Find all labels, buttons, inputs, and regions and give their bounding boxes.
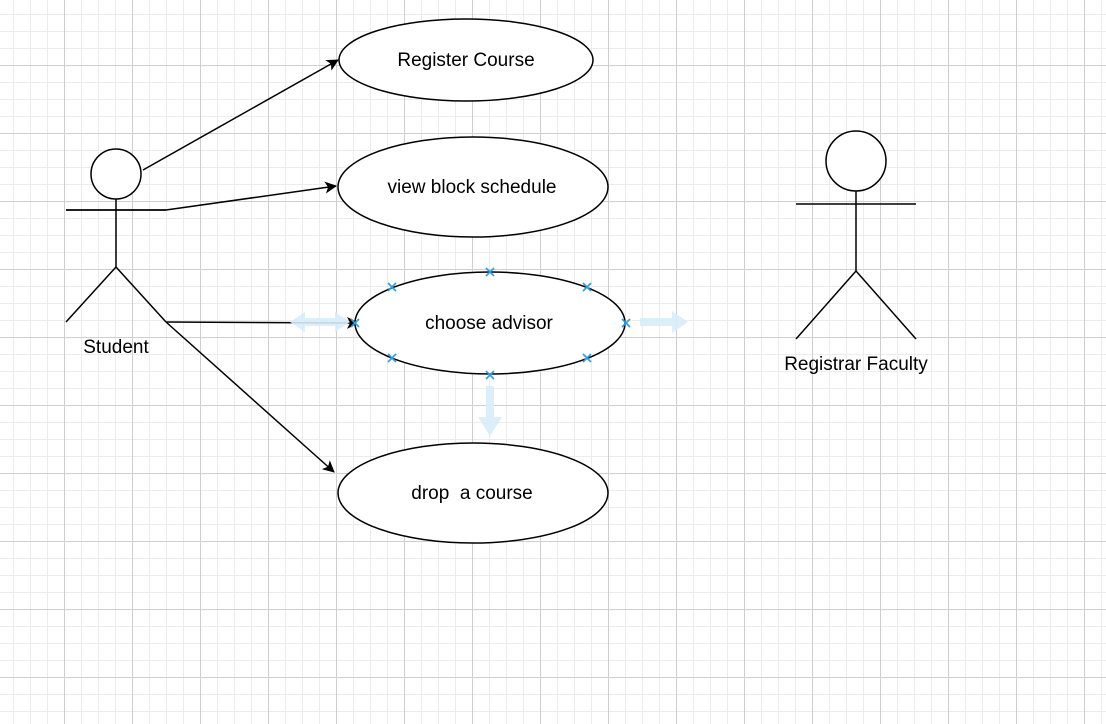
- actor-registrar-right-leg: [855, 270, 917, 340]
- use-case-drop-course-label: drop a course: [411, 483, 532, 504]
- actor-student-left-leg: [65, 266, 117, 323]
- actor-registrar-left-leg: [795, 270, 857, 340]
- use-case-choose-advisor-label: choose advisor: [425, 313, 553, 334]
- connection-point-icon[interactable]: [621, 318, 631, 328]
- connection-point-icon[interactable]: [582, 353, 592, 363]
- use-case-view-block-schedule-label: view block schedule: [388, 177, 557, 198]
- association-student-drop-course[interactable]: [165, 321, 335, 473]
- hover-connection-arrows[interactable]: [290, 311, 688, 436]
- connection-point-icon[interactable]: [350, 318, 360, 328]
- connection-point-icon[interactable]: [582, 282, 592, 292]
- connection-point-icon[interactable]: [485, 370, 495, 380]
- actor-student-right-leg: [115, 266, 167, 323]
- actor-registrar-faculty[interactable]: Registrar Faculty: [784, 130, 928, 375]
- connection-point-icon[interactable]: [387, 282, 397, 292]
- actor-registrar-label: Registrar Faculty: [784, 354, 928, 375]
- use-case-view-block-schedule-ellipse: [337, 136, 609, 238]
- association-student-view-block-schedule[interactable]: [66, 181, 337, 211]
- association-student-register-course[interactable]: [142, 59, 339, 171]
- use-case-drop-course[interactable]: drop a course: [337, 442, 609, 544]
- hover-arrow-down-icon[interactable]: [478, 386, 502, 436]
- hover-arrow-right-icon[interactable]: [640, 311, 688, 333]
- use-case-view-block-schedule[interactable]: view block schedule: [337, 136, 609, 238]
- actor-student-head: [90, 148, 142, 200]
- use-case-register-course-ellipse: [338, 18, 594, 102]
- hover-arrow-left-icon[interactable]: [290, 312, 350, 332]
- actor-student-label: Student: [83, 337, 149, 358]
- connection-point-handles[interactable]: [350, 267, 631, 380]
- use-case-choose-advisor[interactable]: choose advisor: [354, 271, 626, 375]
- use-case-drop-course-ellipse: [337, 442, 609, 544]
- use-case-register-course[interactable]: Register Course: [338, 18, 594, 102]
- connection-point-icon[interactable]: [485, 267, 495, 277]
- actor-student[interactable]: Student: [65, 148, 167, 358]
- use-case-register-course-label: Register Course: [397, 50, 534, 71]
- actor-registrar-head: [825, 130, 887, 192]
- connection-point-icon[interactable]: [387, 353, 397, 363]
